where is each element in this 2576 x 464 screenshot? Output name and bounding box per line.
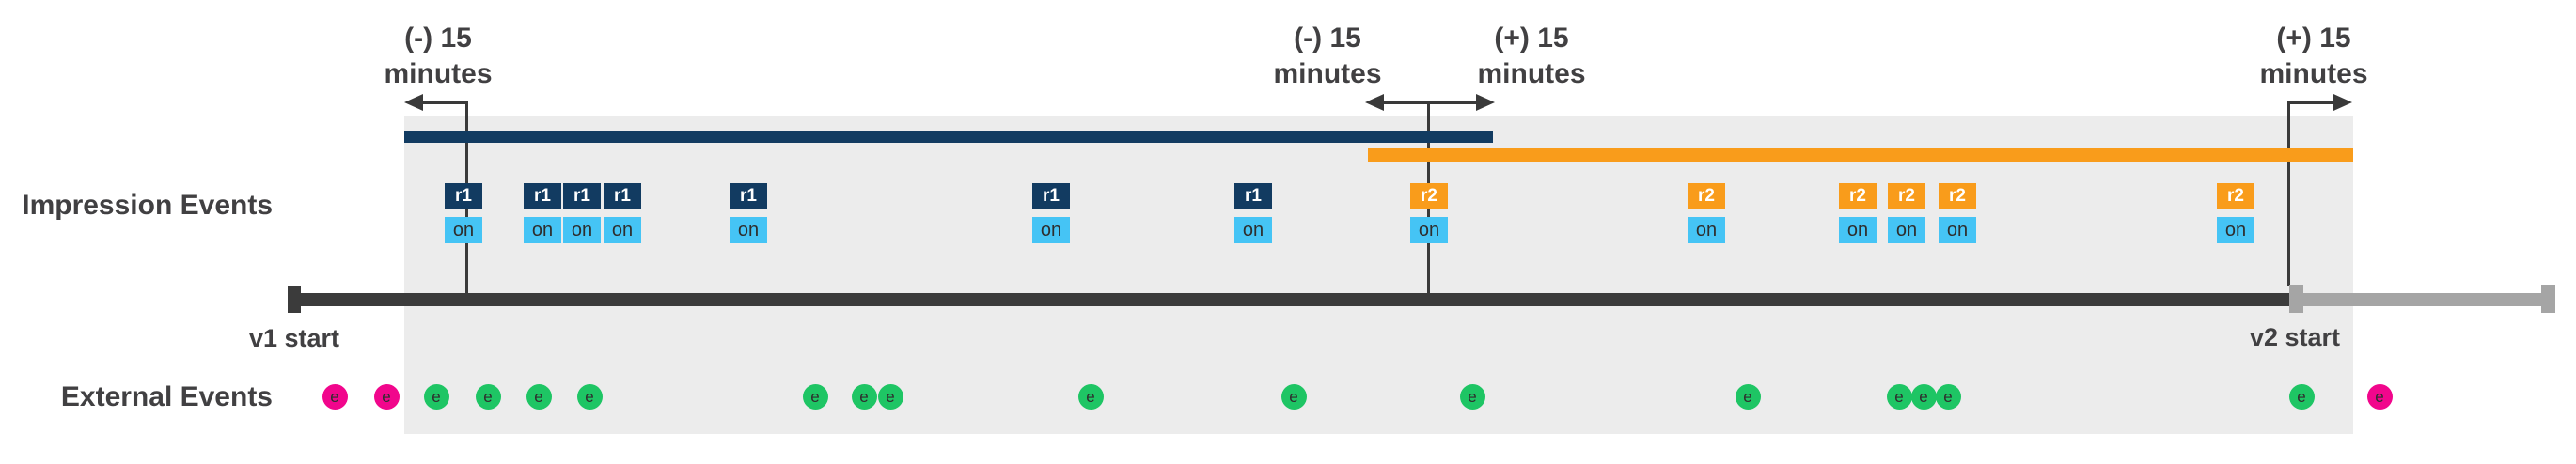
v2-start-cap [2289, 285, 2303, 313]
on-status-box: on [1839, 217, 1877, 243]
on-status-box: on [1939, 217, 1976, 243]
external-event-green: e [475, 384, 501, 410]
on-status-box: on [1410, 217, 1448, 243]
highlight-panel [404, 116, 2353, 434]
offset-label-line1: (+) 15 [1494, 23, 1569, 54]
v2-start-label: v2 start [2249, 323, 2341, 351]
r2-box: r2 [1888, 183, 1925, 209]
external-event-magenta: e [373, 384, 400, 410]
offset-label-minus15-center: (-) 15 minutes [1224, 21, 1431, 92]
external-event-green: e [423, 384, 449, 410]
external-event-green: e [1459, 384, 1485, 410]
r1-box: r1 [1234, 183, 1272, 209]
impression-row-label: Impression Events [22, 190, 273, 221]
r1-box: r1 [730, 183, 767, 209]
impression-event-r2: r2 on [1410, 183, 1448, 243]
v2-start-vline [2287, 101, 2290, 286]
external-event-green: e [1280, 384, 1307, 410]
v1-start-cap [288, 286, 301, 313]
external-event-green: e [1077, 384, 1104, 410]
impression-event-r2: r2 on [1688, 183, 1725, 243]
right-offset-arrow-line [2289, 101, 2343, 104]
on-status-box: on [730, 217, 767, 243]
timeline-v2-bar [2289, 293, 2555, 306]
impression-event-r2: r2 on [2217, 183, 2254, 243]
r1-box: r1 [445, 183, 482, 209]
r1-box: r1 [604, 183, 641, 209]
impression-event-r1: r1 on [524, 183, 561, 243]
arrowhead-right-icon [2333, 94, 2352, 111]
r2-window-bar [1368, 148, 2353, 162]
on-status-box: on [2217, 217, 2254, 243]
impression-event-r1: r1 on [563, 183, 601, 243]
external-event-green: e [851, 384, 877, 410]
v1-start-label: v1 start [248, 324, 340, 352]
arrowhead-left-icon [1365, 94, 1384, 111]
impression-event-r2: r2 on [1839, 183, 1877, 243]
offset-label-line2: minutes [384, 58, 493, 89]
v2-end-cap [2541, 285, 2555, 313]
impression-event-r1: r1 on [1032, 183, 1070, 243]
offset-label-line1: (-) 15 [1294, 23, 1361, 54]
impression-event-r1: r1 on [730, 183, 767, 243]
offset-label-minus15-left: (-) 15 minutes [335, 21, 542, 92]
external-row-label: External Events [60, 381, 273, 412]
offset-label-line1: (+) 15 [2276, 23, 2351, 54]
impression-event-r2: r2 on [1939, 183, 1976, 243]
impression-event-r1: r1 on [1234, 183, 1272, 243]
impression-event-r2: r2 on [1888, 183, 1925, 243]
r2-box: r2 [2217, 183, 2254, 209]
arrowhead-left-icon [404, 94, 423, 111]
r2-box: r2 [1839, 183, 1877, 209]
offset-label-line1: (-) 15 [404, 23, 472, 54]
external-event-green: e [1935, 384, 1961, 410]
external-event-green: e [1735, 384, 1761, 410]
left-offset-arrow-line [414, 101, 468, 104]
offset-label-line2: minutes [2259, 58, 2368, 89]
external-event-green: e [802, 384, 828, 410]
r2-box: r2 [1410, 183, 1448, 209]
r1-window-bar [404, 131, 1493, 143]
impression-event-r1: r1 on [445, 183, 482, 243]
r1-box: r1 [524, 183, 561, 209]
external-event-green: e [1886, 384, 1912, 410]
external-event-green: e [1910, 384, 1937, 410]
external-event-green: e [526, 384, 552, 410]
offset-label-plus15-right: (+) 15 minutes [2210, 21, 2417, 92]
offset-label-line2: minutes [1273, 58, 1382, 89]
timeline-v1-bar [288, 293, 2289, 306]
on-status-box: on [524, 217, 561, 243]
on-status-box: on [604, 217, 641, 243]
external-event-green: e [877, 384, 903, 410]
on-status-box: on [563, 217, 601, 243]
external-event-green: e [2288, 384, 2315, 410]
impression-event-r1: r1 on [604, 183, 641, 243]
on-status-box: on [1234, 217, 1272, 243]
on-status-box: on [1032, 217, 1070, 243]
r1-box: r1 [1032, 183, 1070, 209]
on-status-box: on [1888, 217, 1925, 243]
r2-box: r2 [1688, 183, 1725, 209]
external-event-magenta: e [322, 384, 348, 410]
external-event-magenta: e [2366, 384, 2393, 410]
offset-label-plus15-center: (+) 15 minutes [1428, 21, 1635, 92]
external-event-green: e [576, 384, 603, 410]
on-status-box: on [445, 217, 482, 243]
r2-box: r2 [1939, 183, 1976, 209]
on-status-box: on [1688, 217, 1725, 243]
offset-label-line2: minutes [1477, 58, 1586, 89]
arrowhead-right-icon [1476, 94, 1495, 111]
r1-box: r1 [563, 183, 601, 209]
